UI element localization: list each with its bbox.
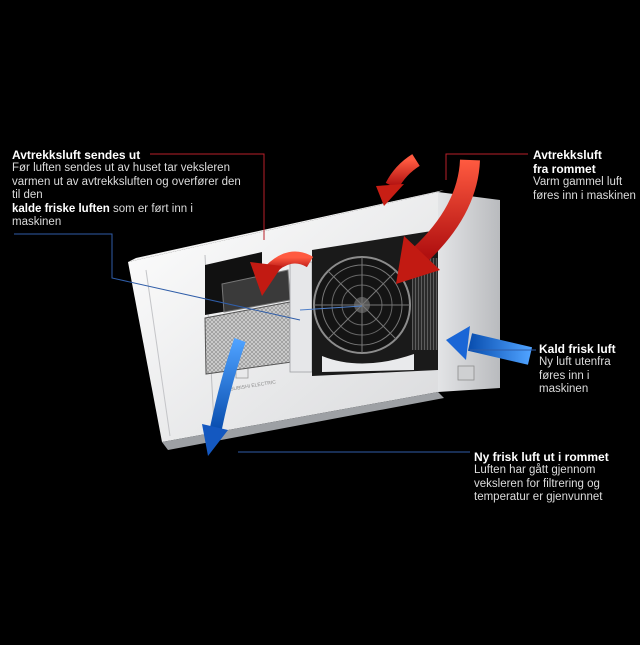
callout-cold-fresh-title: Kald frisk luft — [539, 342, 616, 356]
leader-line-exhaust-in — [445, 153, 528, 180]
unit-top-edge — [128, 190, 444, 262]
callout-cold-fresh: Kald frisk luft Ny luft utenfra føres in… — [539, 342, 639, 397]
fresh-air-arrow-out-head — [202, 424, 228, 456]
callout-fresh-out-title: Ny frisk luft ut i rommet — [474, 450, 609, 464]
callout-fresh-out: Ny frisk luft ut i rommet Luften har gåt… — [474, 450, 634, 505]
callout-exhaust-out-title: Avtrekksluft sendes ut — [12, 148, 141, 162]
side-connector — [457, 365, 475, 381]
fresh-air-arrow-out-shaft — [210, 338, 246, 430]
callout-cold-fresh-body: Ny luft utenfra føres inn i maskinen — [539, 356, 611, 395]
callout-exhaust-out: Avtrekksluft sendes ut Før luften sendes… — [12, 148, 242, 230]
fan-spokes — [314, 257, 410, 353]
panel-groove — [145, 269, 171, 437]
cold-air-arrow-in-shaft — [467, 333, 533, 365]
callout-fresh-out-body: Luften har gått gjennom veksleren for fi… — [474, 464, 603, 503]
warm-air-arrow-top-head — [376, 184, 404, 206]
callout-exhaust-in-title-1: Avtrekksluft — [533, 148, 602, 162]
callout-exhaust-in: Avtrekksluft fra rommet Varm gammel luft… — [533, 148, 638, 203]
warm-air-arrow-top-shaft — [385, 154, 420, 190]
leader-line-inner — [299, 305, 363, 311]
fan-shroud — [322, 354, 414, 372]
callout-exhaust-in-title-2: fra rommet — [533, 162, 596, 176]
warm-air-arrow-main-head — [396, 236, 440, 284]
airflow-arrows — [202, 154, 533, 456]
leader-line-exhaust-out — [150, 153, 265, 240]
callout-exhaust-in-body: Varm gammel luft føres inn i maskinen — [533, 176, 636, 202]
callout-exhaust-out-body: Før luften sendes ut av huset tar veksle… — [12, 162, 242, 230]
callout-exhaust-out-body-end: som er ført inn i maskinen — [12, 202, 193, 229]
callout-exhaust-out-body-start: Før luften sendes ut av huset tar veksle… — [12, 162, 241, 201]
warm-air-arrow-exit-head — [250, 262, 282, 296]
warm-air-arrow-main-shaft — [413, 159, 480, 263]
cold-air-arrow-in-head — [446, 326, 470, 360]
callout-exhaust-out-body-bold: kalde friske luften — [12, 202, 110, 215]
partition-wall — [289, 261, 313, 373]
leader-lines — [14, 153, 536, 453]
leader-line-exchanger — [14, 233, 301, 321]
unit-bottom-lip — [162, 392, 444, 450]
